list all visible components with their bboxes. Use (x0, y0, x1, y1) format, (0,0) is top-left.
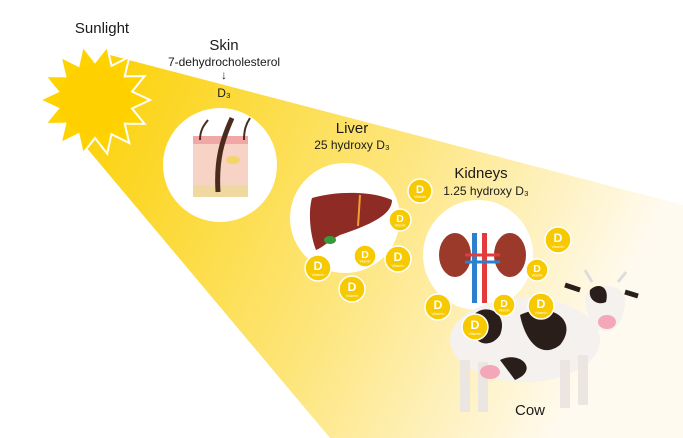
skin-product-label: D₃ (217, 86, 231, 100)
svg-text:Vitamin: Vitamin (499, 309, 510, 313)
svg-text:D: D (348, 280, 357, 294)
svg-text:D: D (361, 250, 369, 261)
svg-text:D: D (396, 214, 404, 225)
svg-text:D: D (314, 259, 323, 273)
liver-label: Liver (335, 120, 369, 137)
svg-text:Vitamin: Vitamin (392, 263, 405, 268)
kidneys-label: Kidneys (454, 165, 508, 182)
svg-text:Vitamin: Vitamin (346, 293, 359, 298)
cow-label: Cow (514, 402, 546, 419)
svg-text:D: D (394, 250, 403, 264)
liver-circle (290, 163, 400, 273)
kidneys-circle (423, 200, 533, 310)
svg-text:D: D (533, 264, 541, 275)
svg-text:D: D (537, 297, 546, 311)
svg-text:Vitamin: Vitamin (532, 274, 543, 278)
svg-text:Vitamin: Vitamin (535, 310, 548, 315)
skin-precursor-label: 7-dehydrocholesterol (167, 55, 281, 69)
svg-text:Vitamin: Vitamin (552, 244, 565, 249)
svg-text:Vitamin: Vitamin (414, 195, 426, 199)
liver-product-label: 25 hydroxy D₃ (314, 138, 390, 152)
svg-text:D: D (434, 298, 443, 312)
svg-text:Vitamin: Vitamin (395, 224, 406, 228)
svg-text:Vitamin: Vitamin (432, 311, 445, 316)
kidneys-product-label: 1.25 hydroxy D₃ (443, 184, 529, 198)
svg-text:D: D (500, 299, 508, 310)
svg-text:Vitamin: Vitamin (312, 272, 325, 277)
arrow-down-icon: ↓ (221, 68, 227, 82)
skin-circle (163, 108, 277, 222)
svg-text:D: D (471, 318, 480, 332)
sun-icon (37, 44, 153, 156)
svg-text:D: D (554, 231, 563, 245)
sunlight-label: Sunlight (74, 20, 130, 37)
svg-text:Vitamin: Vitamin (469, 331, 482, 336)
svg-text:Vitamin: Vitamin (360, 260, 371, 264)
skin-label: Skin (209, 37, 239, 54)
svg-text:D: D (416, 184, 424, 196)
